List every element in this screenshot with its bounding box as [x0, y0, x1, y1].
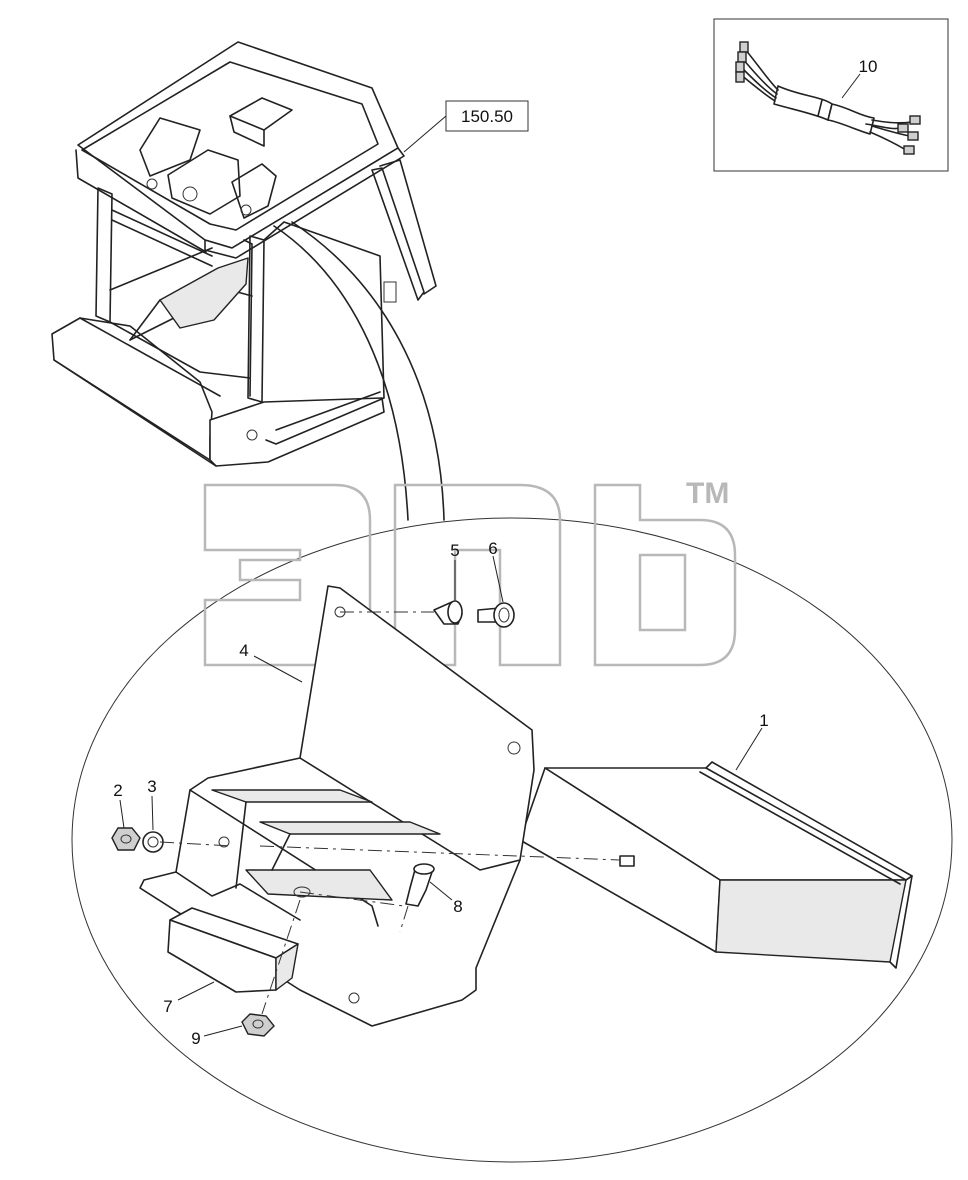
callout-3: 3	[147, 777, 156, 796]
reference-label-text: 150.50	[461, 107, 513, 126]
radio-unit-drawing	[519, 761, 913, 969]
screw-drawing	[405, 863, 435, 907]
watermark-logo: TM	[203, 477, 737, 667]
pin-drawing	[433, 600, 463, 625]
callout-4: 4	[239, 641, 248, 660]
callout-1: 1	[759, 711, 768, 730]
callout-9: 9	[191, 1029, 200, 1048]
box-drawing	[167, 907, 299, 993]
bolt-drawing	[477, 602, 515, 628]
wire-harness-drawing	[735, 41, 921, 155]
reference-label: 150.50	[403, 100, 529, 153]
nut-drawing	[111, 827, 141, 851]
watermark-trademark: TM	[686, 477, 729, 510]
detail-ellipse	[71, 517, 953, 1163]
cab-frame-drawing	[51, 41, 445, 521]
center-lines	[159, 611, 621, 1015]
callout-10: 10	[859, 57, 878, 76]
wire-harness-inset: 10	[713, 18, 949, 172]
callout-5: 5	[450, 541, 459, 560]
bracket-drawing	[139, 585, 535, 1027]
callout-6: 6	[488, 539, 497, 558]
callout-2: 2	[113, 781, 122, 800]
callout-7: 7	[163, 997, 172, 1016]
callouts: 1 2 3 4 5 6 7 8 9	[113, 539, 768, 1048]
nut-9-drawing	[241, 1013, 275, 1037]
callout-8: 8	[453, 897, 462, 916]
